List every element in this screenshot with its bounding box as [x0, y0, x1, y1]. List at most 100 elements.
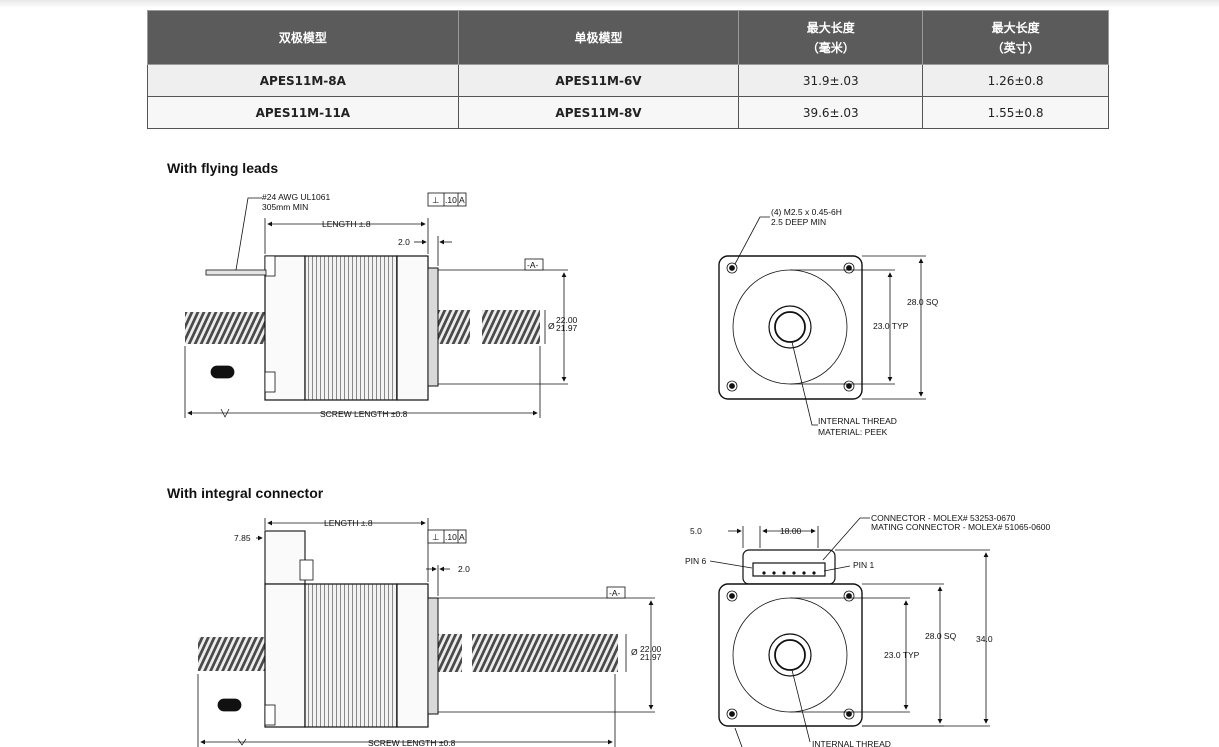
connector-label: CONNECTOR - MOLEX# 53253-0670 [871, 513, 1016, 523]
typ-label: 23.0 TYP [873, 321, 909, 331]
flying-lead-wire [205, 269, 267, 276]
connector-pins [752, 562, 826, 577]
diameter-symbol: Ø [548, 321, 555, 331]
holes-label: (4) M2.5 x 0.45-6H [771, 207, 842, 217]
tolerance-value: .10 [445, 532, 457, 542]
tolerance-frame [427, 529, 467, 544]
tolerance-frame [427, 192, 467, 207]
pin6-label: PIN 6 [685, 556, 707, 566]
top-shadow [0, 0, 1219, 8]
mount-hole [726, 262, 738, 274]
mount-hole [843, 590, 855, 602]
motor-face [718, 255, 863, 400]
motor-body [304, 255, 398, 401]
mount-hole [843, 380, 855, 392]
mount-hole [726, 380, 738, 392]
material-label: MATERIAL: PEEK [818, 427, 888, 437]
diameter-lower: 21.97 [640, 652, 662, 662]
thread-label: INTERNAL THREAD [812, 739, 891, 747]
motor-front-cap [396, 255, 429, 401]
mount-hole [843, 708, 855, 720]
diameter-lower: 21.97 [556, 323, 578, 333]
length-mm-cell: 39.6±.03 [738, 96, 924, 129]
bipolar-model-cell: APES11M-11A [147, 96, 459, 129]
length-mm-cell: 31.9±.03 [738, 64, 924, 97]
offset-label: 7.85 [234, 533, 251, 543]
gap-label: 2.0 [398, 237, 410, 247]
lead-screw-front [438, 310, 540, 344]
section-heading-flying-leads: With flying leads [167, 160, 279, 176]
square-label: 28.0 SQ [925, 631, 957, 641]
datum-ref: A [459, 532, 465, 542]
motor-face [718, 583, 863, 727]
length-in-cell: 1.26±0.8 [922, 64, 1109, 97]
bipolar-model-cell: APES11M-8A [147, 64, 459, 97]
thread-label: INTERNAL THREAD [818, 416, 897, 426]
datum-ref: A [459, 195, 465, 205]
perp-symbol: ⊥ [432, 532, 440, 542]
diameter-upper: 22.00 [640, 644, 662, 654]
dim-5-label: 5.0 [690, 526, 702, 536]
awg-label: #24 AWG UL1061 [262, 192, 330, 202]
mount-hole [843, 262, 855, 274]
motor-body [304, 583, 398, 728]
badge-label: 002 [215, 367, 229, 377]
hub-inner [774, 311, 806, 343]
end-view-integral-connector [709, 517, 990, 747]
awg-leader [235, 197, 262, 271]
hub-inner [774, 639, 806, 671]
lead-screw-rear [198, 637, 265, 671]
table-header-row: 双极模型 单极模型 最大长度（毫米） 最大长度（英寸） [147, 10, 1109, 65]
header-unipolar-model: 单极模型 [457, 10, 740, 65]
unipolar-model-cell: APES11M-8V [457, 96, 740, 129]
mount-hole [726, 590, 738, 602]
unipolar-model-cell: APES11M-6V [457, 64, 740, 97]
length-in-cell: 1.55±0.8 [922, 96, 1109, 129]
end-view-integral-connector-labels: CONNECTOR - MOLEX# 53253-0670 MATING CON… [685, 513, 1050, 747]
motor-front-cap [396, 583, 429, 728]
connector-housing [264, 530, 306, 585]
height-label: 34.0 [976, 634, 993, 644]
table-row: APES11M-8A APES11M-6V 31.9±.03 1.26±0.8 [147, 64, 1109, 97]
typ-label: 23.0 TYP [884, 650, 920, 660]
perp-symbol: ⊥ [432, 195, 440, 205]
model-length-table: 双极模型 单极模型 最大长度（毫米） 最大长度（英寸） APES11M-8A A… [147, 10, 1109, 129]
mount-hole [726, 708, 738, 720]
datum-label: -A- [527, 260, 539, 270]
deep-label: 2.5 DEEP MIN [771, 217, 826, 227]
header-bipolar-model: 双极模型 [147, 10, 459, 65]
length-label: LENGTH ±.8 [322, 219, 371, 229]
length-label: LENGTH ±.8 [324, 518, 373, 528]
dim-18-label: 18.00 [780, 526, 802, 536]
screw-length-label: SCREW LENGTH ±0.8 [368, 738, 456, 747]
side-view-integral-connector-labels: LENGTH ±.8 7.85 ⊥ .10 A 2.0 -A- Ø 22.00 … [222, 518, 662, 747]
section-heading-integral-connector: With integral connector [167, 485, 324, 501]
gap-label: 2.0 [458, 564, 470, 574]
hub-outer [768, 305, 812, 349]
motor-flange [427, 597, 439, 715]
square-label: 28.0 SQ [907, 297, 939, 307]
table-row: APES11M-11A APES11M-8V 39.6±.03 1.55±0.8 [147, 96, 1109, 129]
part-badge [210, 365, 235, 379]
motor-flange [427, 267, 439, 387]
datum-frame [524, 258, 544, 271]
side-view-integral-connector [197, 518, 655, 747]
diameter-upper: 22.00 [556, 315, 578, 325]
badge-label: 002 [222, 700, 236, 710]
end-view-flying-leads-labels: (4) M2.5 x 0.45-6H 2.5 DEEP MIN 28.0 SQ … [771, 207, 939, 437]
part-badge [217, 698, 242, 712]
datum-label: -A- [609, 588, 621, 598]
side-view-flying-leads-labels: #24 AWG UL1061 305mm MIN LENGTH ±.8 2.0 … [215, 192, 578, 419]
diameter-symbol: Ø [631, 647, 638, 657]
pin1-label: PIN 1 [853, 560, 875, 570]
lead-screw-rear [185, 312, 265, 344]
min-length-label: 305mm MIN [262, 202, 308, 212]
header-max-length-in: 最大长度（英寸） [922, 10, 1109, 65]
end-view-flying-leads [718, 216, 926, 426]
side-view-flying-leads [184, 192, 568, 418]
mating-connector-label: MATING CONNECTOR - MOLEX# 51065-0600 [871, 522, 1050, 532]
screw-length-label: SCREW LENGTH ±0.8 [320, 409, 408, 419]
datum-frame [606, 586, 626, 599]
header-max-length-mm: 最大长度（毫米） [738, 10, 924, 65]
